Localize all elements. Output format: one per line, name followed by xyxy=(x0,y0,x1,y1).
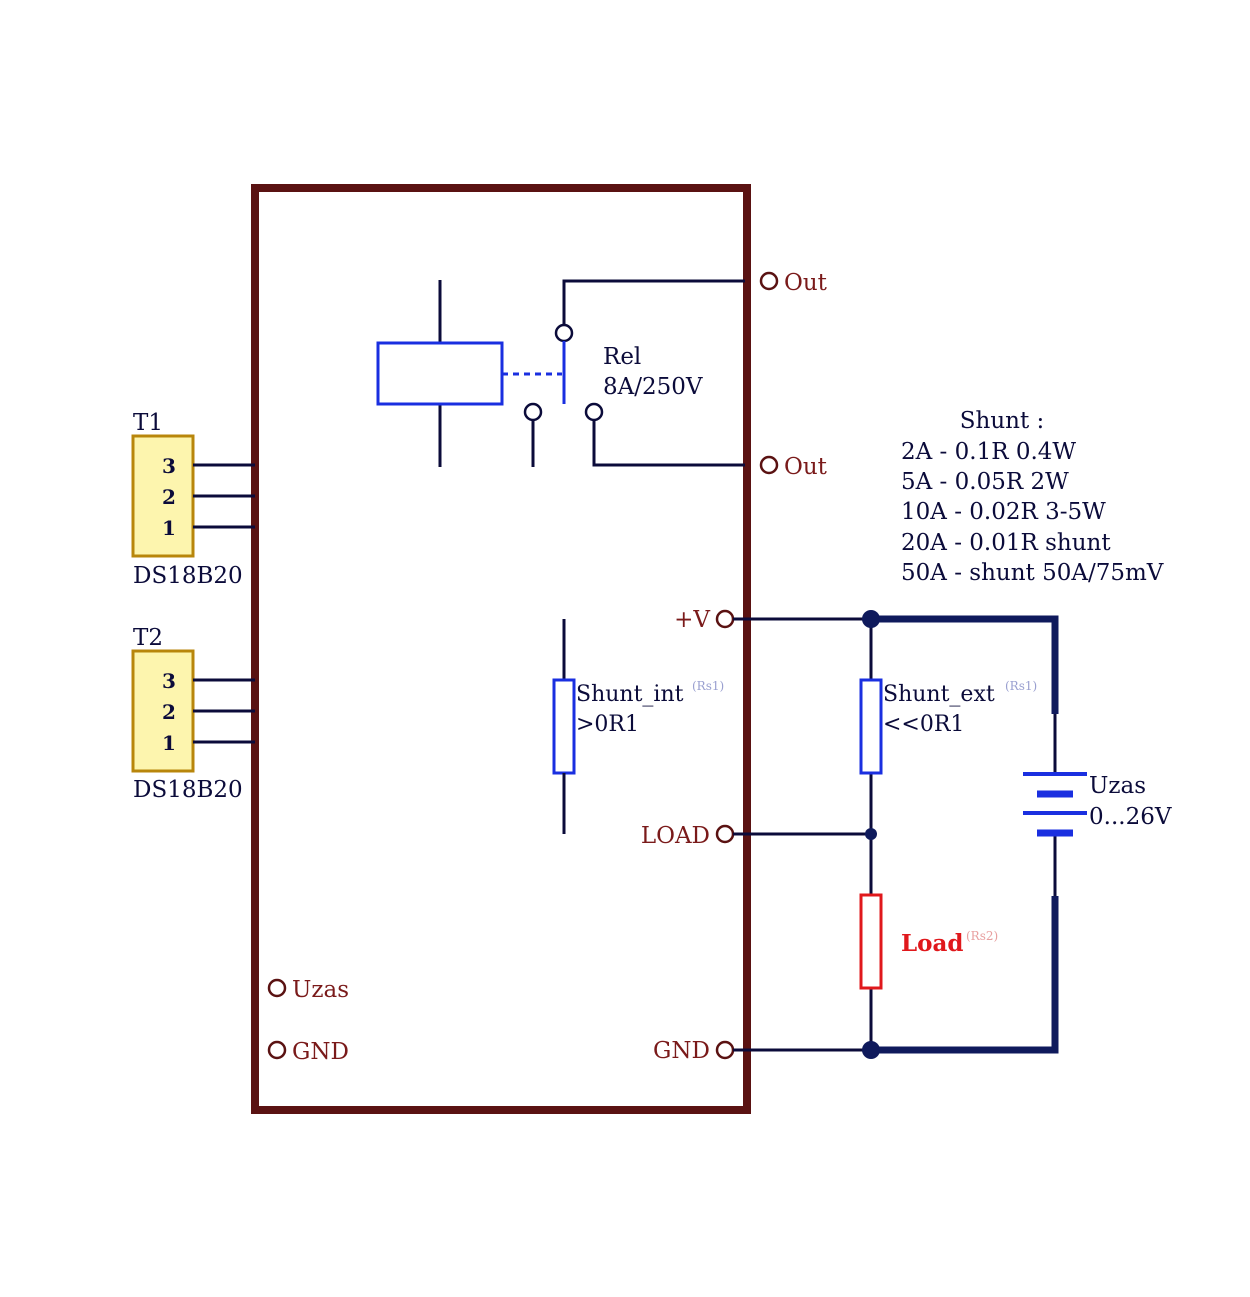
shunt-table-row: 20A - 0.01R shunt xyxy=(901,530,1111,556)
shunt-int: Shunt_int (Rs1) >0R1 xyxy=(552,619,724,834)
connector-t1: T1 3 2 1 DS18B20 xyxy=(131,410,255,589)
connector-t2-ref: T2 xyxy=(133,625,163,651)
shunt-ext-name: Shunt_ext xyxy=(883,682,995,707)
pin-load-terminal xyxy=(715,824,735,844)
pin-load-label: LOAD xyxy=(641,823,710,849)
connector-t1-body xyxy=(131,434,195,558)
relay-name: Rel xyxy=(603,344,641,370)
shunt-table: Shunt : 2A - 0.1R 0.4W 5A - 0.05R 2W 10A… xyxy=(901,408,1164,586)
battery-wire-top xyxy=(871,615,1059,714)
shunt-table-row: 50A - shunt 50A/75mV xyxy=(901,560,1164,586)
pin-uzas-terminal xyxy=(267,978,287,998)
connector-t1-pin: 3 xyxy=(162,454,176,478)
junction-dot xyxy=(862,1041,880,1059)
connector-t2-pin: 2 xyxy=(162,700,176,724)
relay-no-wire xyxy=(592,420,745,467)
connector-t2-part: DS18B20 xyxy=(133,777,243,803)
battery-name: Uzas xyxy=(1089,773,1146,799)
connector-t1-part: DS18B20 xyxy=(133,563,243,589)
pin-plus-v-label: +V xyxy=(674,607,710,633)
pin-out-1-terminal xyxy=(759,271,779,291)
load-resistor-body xyxy=(859,893,883,990)
pin-gnd-right-terminal xyxy=(715,1040,735,1060)
shunt-table-title: Shunt : xyxy=(960,408,1045,434)
shunt-table-row: 10A - 0.02R 3-5W xyxy=(901,499,1106,525)
junction-dot xyxy=(862,610,880,628)
battery: Uzas 0...26V xyxy=(1023,772,1172,837)
load-resistor-ref: (Rs2) xyxy=(966,929,998,943)
shunt-table-row: 2A - 0.1R 0.4W xyxy=(901,439,1076,465)
relay-rating: 8A/250V xyxy=(603,374,703,400)
relay-no-contact xyxy=(584,402,604,422)
pin-plus-v-terminal xyxy=(715,609,735,629)
pin-gnd-right-label: GND xyxy=(653,1038,710,1064)
relay-common-contact xyxy=(554,323,574,343)
connector-t1-ref: T1 xyxy=(133,410,163,436)
connector-t2-body xyxy=(131,649,195,773)
connector-t2-pin: 1 xyxy=(162,731,176,755)
relay-coil xyxy=(376,341,504,406)
pin-out-2-label: Out xyxy=(784,454,828,480)
relay-nc-contact xyxy=(523,402,543,422)
module-frame xyxy=(251,184,751,1114)
pin-gnd-left-label: GND xyxy=(292,1039,349,1065)
connector-t2: T2 3 2 1 DS18B20 xyxy=(131,625,255,803)
load-resistor-name: Load xyxy=(901,930,964,957)
shunt-int-ref: (Rs1) xyxy=(692,679,724,693)
load-resistor: Load (Rs2) xyxy=(859,893,998,990)
shunt-ext-body xyxy=(859,678,883,775)
pin-gnd-left-terminal xyxy=(267,1040,287,1060)
shunt-ext: Shunt_ext (Rs1) <<0R1 xyxy=(859,678,1037,775)
shunt-int-name: Shunt_int xyxy=(576,682,684,707)
shunt-int-value: >0R1 xyxy=(576,712,639,737)
relay-common-wire xyxy=(562,279,745,325)
external-wiring xyxy=(733,610,1059,1059)
pin-out-2-terminal xyxy=(759,455,779,475)
battery-value: 0...26V xyxy=(1089,804,1172,830)
pin-uzas-label: Uzas xyxy=(292,977,349,1003)
battery-wire-bottom xyxy=(871,896,1059,1054)
connector-t1-pin: 1 xyxy=(162,516,176,540)
pin-out-1-label: Out xyxy=(784,270,828,296)
connector-t1-pin: 2 xyxy=(162,485,176,509)
shunt-table-row: 5A - 0.05R 2W xyxy=(901,469,1069,495)
shunt-ext-ref: (Rs1) xyxy=(1005,679,1037,693)
connector-t2-pin: 3 xyxy=(162,669,176,693)
relay: Rel 8A/250V xyxy=(376,279,745,467)
shunt-ext-value: <<0R1 xyxy=(883,712,964,737)
shunt-int-body xyxy=(552,678,576,775)
junction-dot xyxy=(865,828,877,840)
